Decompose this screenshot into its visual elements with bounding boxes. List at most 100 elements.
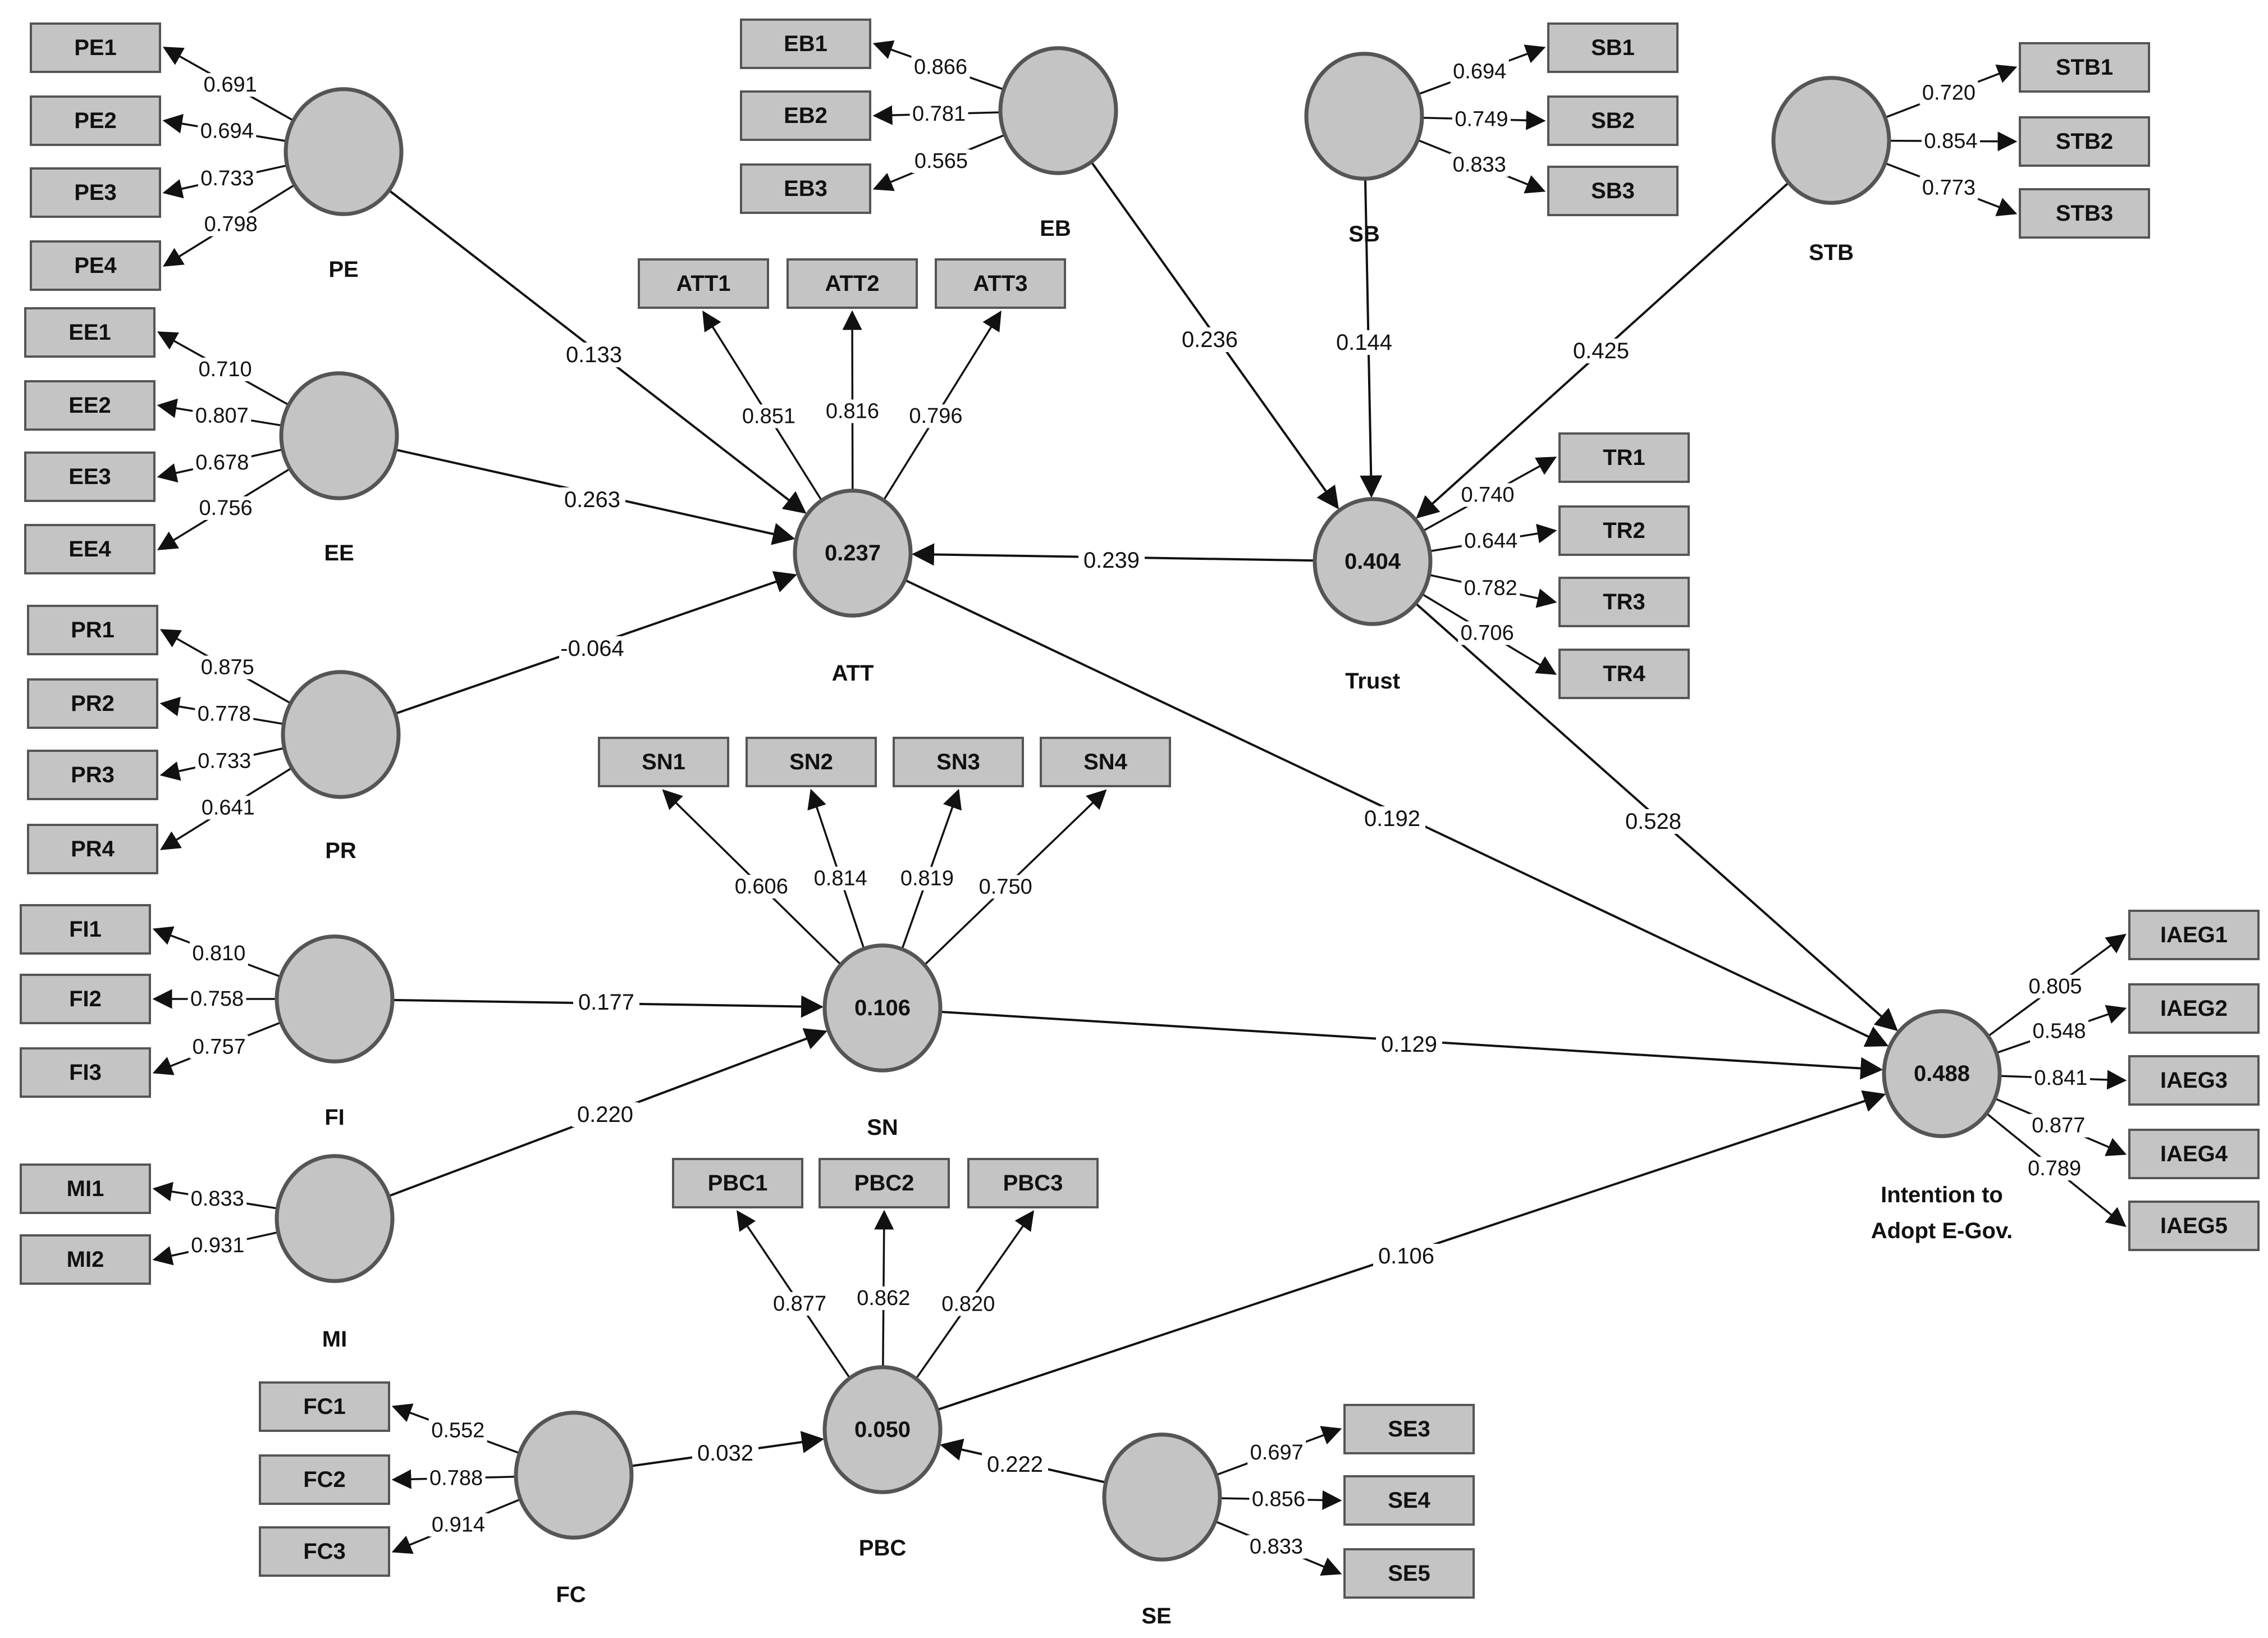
indicator-box-pbc3[interactable]	[967, 1158, 1099, 1208]
loading-value-sb1: 0.694	[1453, 60, 1506, 83]
construct-label-fi: FI	[324, 1105, 345, 1130]
construct-eb[interactable]	[998, 46, 1118, 175]
indicator-box-iaeg4[interactable]	[2128, 1129, 2260, 1179]
indicator-box-mi2[interactable]	[20, 1234, 151, 1285]
indicator-label-pbc3: PBC3	[1003, 1171, 1063, 1196]
construct-pr[interactable]	[281, 670, 401, 799]
indicator-label-pe4: PE4	[74, 253, 117, 278]
indicator-box-fc2[interactable]	[259, 1454, 390, 1505]
loading-value-tr1: 0.740	[1461, 483, 1514, 507]
indicator-box-iaeg3[interactable]	[2128, 1055, 2260, 1106]
indicator-box-pbc2[interactable]	[819, 1158, 950, 1208]
indicator-box-sn4[interactable]	[1040, 737, 1171, 787]
indicator-box-sn2[interactable]	[746, 737, 877, 787]
loading-label-bg	[1919, 81, 1978, 105]
construct-trust[interactable]	[1313, 497, 1433, 626]
indicator-box-mi1[interactable]	[20, 1164, 151, 1214]
indicator-box-ee3[interactable]	[24, 451, 156, 502]
indicator-box-eb3[interactable]	[740, 163, 871, 214]
indicator-box-pbc1[interactable]	[672, 1158, 803, 1208]
indicator-box-fi1[interactable]	[20, 904, 151, 955]
indicator-box-eb2[interactable]	[740, 90, 871, 141]
indicator-label-iaeg4: IAEG4	[2160, 1142, 2228, 1166]
loading-value-stb1: 0.720	[1922, 81, 1976, 105]
construct-fi[interactable]	[275, 934, 395, 1064]
indicator-box-att1[interactable]	[638, 258, 769, 309]
indicator-label-att2: ATT2	[825, 271, 879, 296]
indicator-box-att3[interactable]	[935, 258, 1066, 309]
indicator-box-se3[interactable]	[1343, 1404, 1475, 1454]
loading-value-iaeg2: 0.548	[2033, 1019, 2086, 1043]
indicator-box-sb3[interactable]	[1547, 166, 1679, 216]
indicator-box-fc3[interactable]	[259, 1526, 390, 1577]
path-coefficient-trust-iaeg: 0.528	[1625, 809, 1681, 834]
construct-stb[interactable]	[1771, 76, 1891, 205]
indicator-label-fc2: FC2	[303, 1467, 346, 1492]
indicator-box-sn3[interactable]	[893, 737, 1024, 787]
indicator-box-tr1[interactable]	[1558, 432, 1690, 483]
indicator-box-pe1[interactable]	[30, 22, 161, 73]
indicator-box-sb1[interactable]	[1547, 22, 1679, 73]
indicator-box-tr4[interactable]	[1558, 649, 1690, 699]
indicator-label-sn1: SN1	[642, 750, 685, 774]
r-squared-pbc: 0.050	[854, 1417, 911, 1442]
indicator-box-stb3[interactable]	[2019, 188, 2150, 239]
indicator-box-pr2[interactable]	[27, 678, 158, 729]
indicator-box-ee2[interactable]	[24, 380, 156, 431]
indicator-box-iaeg2[interactable]	[2128, 983, 2260, 1034]
loading-value-eb2: 0.781	[912, 102, 966, 126]
construct-se[interactable]	[1102, 1432, 1222, 1562]
indicator-box-iaeg5[interactable]	[2128, 1201, 2260, 1251]
indicator-label-fi1: FI1	[69, 917, 102, 942]
indicator-box-ee4[interactable]	[24, 524, 156, 574]
indicator-box-tr3[interactable]	[1558, 577, 1690, 627]
indicator-box-stb1[interactable]	[2019, 42, 2150, 93]
indicator-box-se5[interactable]	[1343, 1548, 1475, 1599]
indicator-box-iaeg1[interactable]	[2128, 910, 2260, 960]
indicator-box-pe3[interactable]	[30, 167, 161, 218]
construct-att[interactable]	[793, 489, 913, 618]
construct-sb[interactable]	[1304, 52, 1424, 181]
construct-pbc[interactable]	[822, 1365, 943, 1494]
indicator-box-tr2[interactable]	[1558, 505, 1690, 556]
indicator-box-fi2[interactable]	[20, 974, 151, 1024]
indicator-box-se4[interactable]	[1343, 1475, 1475, 1526]
loading-label-bg	[1919, 176, 1978, 200]
loading-value-att3: 0.796	[909, 404, 962, 428]
loading-label-bg	[912, 149, 971, 174]
indicator-label-sn3: SN3	[936, 750, 980, 774]
indicator-box-pr4[interactable]	[27, 824, 158, 874]
construct-iaeg[interactable]	[1882, 1009, 2002, 1138]
indicator-box-eb1[interactable]	[740, 19, 871, 69]
indicator-box-fi3[interactable]	[20, 1047, 151, 1098]
indicator-box-pr1[interactable]	[27, 605, 158, 655]
loading-value-mi2: 0.931	[191, 1234, 244, 1257]
loading-label-bg	[976, 875, 1035, 899]
loading-label-bg	[911, 55, 970, 79]
indicator-box-fc1[interactable]	[259, 1381, 390, 1432]
indicator-box-pr3[interactable]	[27, 750, 158, 800]
r-squared-trust: 0.404	[1345, 549, 1401, 574]
measurement-paths-layer: 0.6910.6940.7330.7980.7100.8070.6780.756…	[152, 40, 2127, 1576]
indicator-label-sb1: SB1	[1591, 35, 1635, 60]
loading-value-pr1: 0.875	[201, 656, 254, 679]
indicator-box-sb2[interactable]	[1547, 95, 1679, 146]
construct-pe[interactable]	[284, 87, 404, 216]
indicator-box-sn1[interactable]	[598, 737, 729, 787]
indicator-box-pe4[interactable]	[30, 240, 161, 291]
loading-label-bg	[188, 1234, 247, 1258]
indicator-box-att2[interactable]	[787, 258, 918, 309]
indicator-box-stb2[interactable]	[2019, 116, 2150, 167]
indicator-box-pe2[interactable]	[30, 95, 161, 146]
path-coefficient-stb-trust: 0.425	[1573, 339, 1629, 363]
indicator-box-ee1[interactable]	[24, 307, 156, 358]
construct-mi[interactable]	[275, 1154, 395, 1283]
path-coefficient-fc-pbc: 0.032	[697, 1441, 753, 1466]
indicator-label-eb3: EB3	[784, 176, 827, 201]
loading-label-bg	[193, 404, 252, 428]
construct-fc[interactable]	[514, 1411, 634, 1540]
construct-sn[interactable]	[822, 943, 943, 1073]
construct-label-sn: SN	[867, 1115, 898, 1140]
construct-ee[interactable]	[279, 371, 399, 500]
